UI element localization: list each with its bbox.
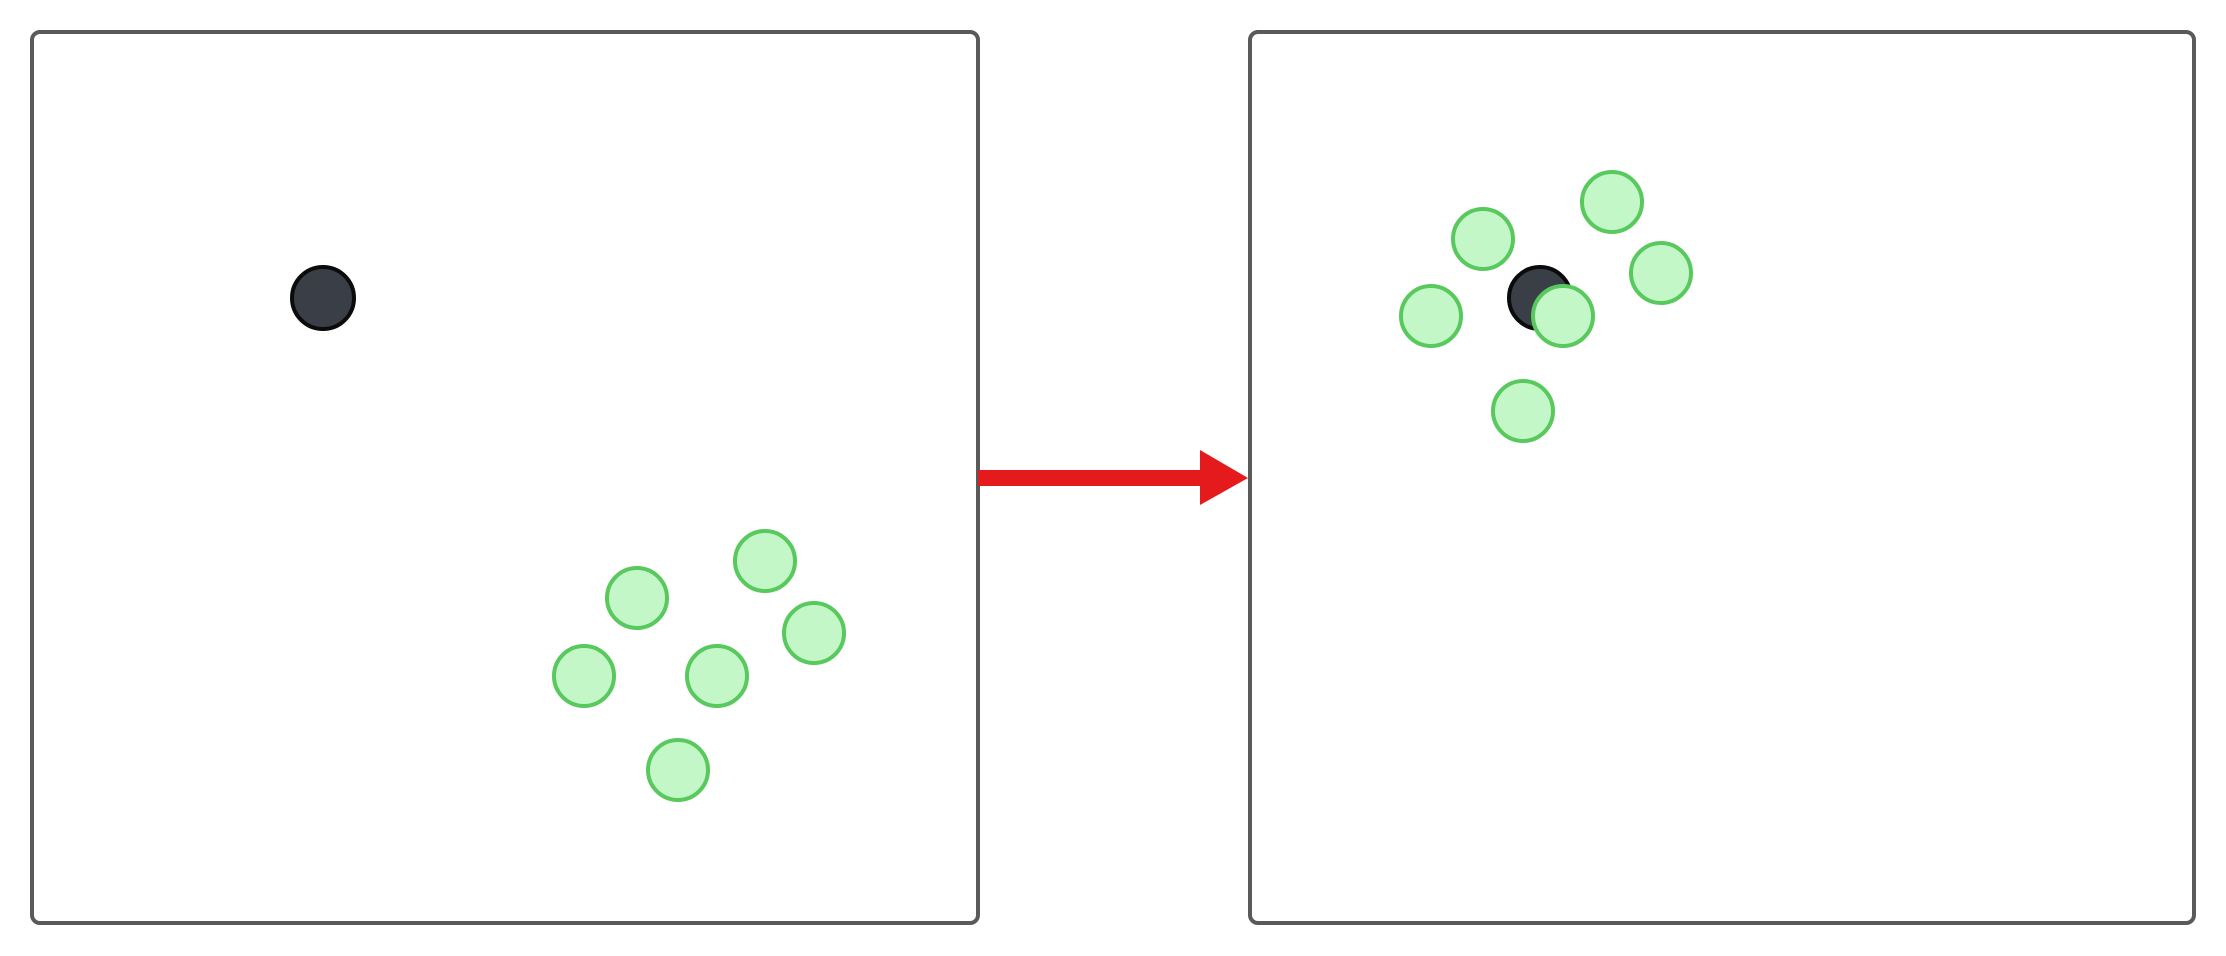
arrow-head	[1200, 450, 1248, 505]
green-circle	[685, 644, 749, 708]
transition-arrow	[978, 450, 1248, 505]
panel-before	[30, 30, 980, 925]
panel-after	[1248, 30, 2196, 925]
arrow-shaft	[978, 470, 1203, 486]
green-circle	[605, 566, 669, 630]
green-circle	[1580, 170, 1644, 234]
dark-circle	[290, 265, 356, 331]
green-circle	[782, 601, 846, 665]
green-circle	[552, 644, 616, 708]
green-circle	[1629, 241, 1693, 305]
panel-after-frame	[1248, 30, 2196, 925]
green-circle	[1399, 284, 1463, 348]
green-circle	[646, 738, 710, 802]
panel-before-frame	[30, 30, 980, 925]
green-circle	[1491, 379, 1555, 443]
green-circle	[1531, 284, 1595, 348]
green-circle	[733, 529, 797, 593]
green-circle	[1451, 207, 1515, 271]
